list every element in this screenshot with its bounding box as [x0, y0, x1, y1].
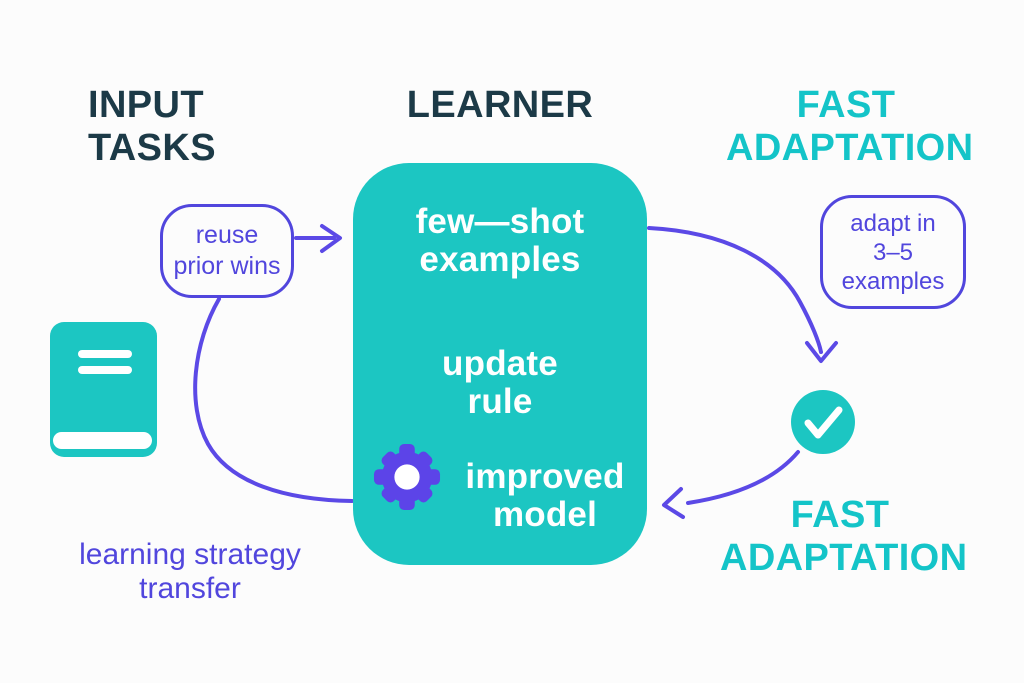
caption-learning-strategy-transfer: learning strategy transfer	[58, 538, 322, 606]
update-rule-line1: update	[442, 344, 558, 383]
curve-strategy-transfer	[193, 297, 354, 503]
few-shot-line1: few—shot	[415, 202, 585, 241]
gear-icon	[373, 443, 441, 511]
label-update-rule: update rule	[353, 345, 647, 421]
heading-fast-top-line1: FAST	[796, 84, 896, 126]
pill-adapt-line1: adapt in	[850, 209, 936, 237]
learner-box: few—shot examples update rule improved m…	[353, 163, 647, 565]
curve-learner-to-check	[647, 226, 823, 354]
check-icon	[791, 390, 855, 454]
curve-check-to-learner	[686, 450, 800, 505]
heading-learner: LEARNER	[406, 84, 594, 126]
improved-model-line2: model	[492, 495, 598, 534]
arrowhead-check-to-learner	[662, 487, 685, 519]
heading-fast-top-line2: ADAPTATION	[726, 127, 974, 169]
pill-adapt-examples: adapt in 3–5 examples	[820, 195, 966, 309]
heading-input-tasks: INPUT TASKS	[88, 84, 216, 170]
heading-fast-adaptation-bottom: FAST ADAPTATION	[720, 494, 968, 580]
label-improved-model: improved model	[445, 458, 645, 534]
heading-fast-bottom-line2: ADAPTATION	[720, 537, 968, 579]
heading-input-tasks-line1: INPUT	[88, 84, 204, 126]
pill-reuse-line2: prior wins	[173, 252, 281, 280]
book-icon	[50, 322, 157, 457]
pill-adapt-line3: examples	[841, 267, 945, 295]
improved-model-line1: improved	[465, 457, 625, 496]
heading-fast-bottom-line1: FAST	[790, 494, 890, 536]
pill-adapt-line2: 3–5	[872, 238, 914, 266]
few-shot-line2: examples	[419, 240, 581, 279]
caption-line2: transfer	[139, 572, 241, 605]
arrowhead-reuse-to-learner	[320, 224, 342, 253]
arrowhead-learner-to-check	[805, 341, 838, 363]
caption-line1: learning strategy	[79, 538, 301, 571]
update-rule-line2: rule	[467, 382, 533, 421]
heading-input-tasks-line2: TASKS	[88, 127, 216, 169]
label-few-shot-examples: few—shot examples	[353, 203, 647, 279]
pill-reuse-prior-wins: reuse prior wins	[160, 204, 294, 298]
heading-fast-adaptation-top: FAST ADAPTATION	[726, 84, 974, 170]
pill-reuse-line1: reuse	[195, 221, 259, 249]
